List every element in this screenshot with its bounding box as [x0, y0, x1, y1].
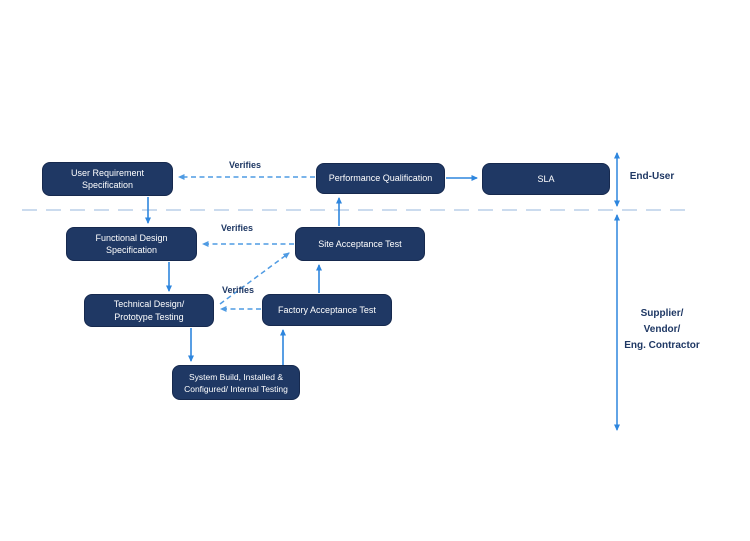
arrow-td-diagonal-sat [219, 252, 290, 305]
band-label-line: Supplier/ [640, 308, 684, 319]
node-functional-design-specification[interactable]: Functional Design Specification [66, 227, 197, 261]
node-label-line: Specification [81, 180, 134, 190]
node-label-line: System Build, Installed & [188, 371, 283, 382]
node-label-line: Technical Design/ [113, 299, 185, 309]
node-label-line: Factory Acceptance Test [278, 304, 376, 315]
node-label-line: Configured/ Internal Testing [184, 383, 288, 394]
node-label-line: Performance Qualification [328, 173, 433, 184]
node-label-line: Prototype Testing [114, 311, 184, 322]
node-sla[interactable]: SLA [482, 163, 610, 195]
node-label-line: Specification [105, 245, 158, 255]
node-factory-acceptance-test[interactable]: Factory Acceptance Test [262, 294, 392, 326]
band-label-supplier-vendor-contractor: Supplier/ Vendor/ Eng. Contractor [618, 306, 706, 354]
node-label-line: Functional Design [95, 232, 168, 243]
node-site-acceptance-test[interactable]: Site Acceptance Test [295, 227, 425, 261]
node-system-build-internal-testing[interactable]: System Build, Installed & Configured/ In… [172, 365, 300, 400]
verifies-label-pq-urs: Verifies [228, 160, 262, 170]
verifies-label-sat-fds: Verifies [220, 223, 254, 233]
band-label-end-user: End-User [629, 171, 675, 182]
band-label-line: Eng. Contractor [624, 340, 700, 351]
band-label-line: Vendor/ [643, 324, 681, 335]
node-label-line: SLA [537, 173, 555, 184]
node-technical-design-prototype-testing[interactable]: Technical Design/ Prototype Testing [84, 294, 214, 327]
node-performance-qualification[interactable]: Performance Qualification [316, 163, 445, 194]
node-user-requirement-specification[interactable]: User Requirement Specification [42, 162, 173, 196]
verifies-label-fat-td: Verifies [221, 285, 255, 295]
node-label-line: User Requirement [70, 167, 145, 178]
node-label-line: Site Acceptance Test [318, 238, 402, 249]
